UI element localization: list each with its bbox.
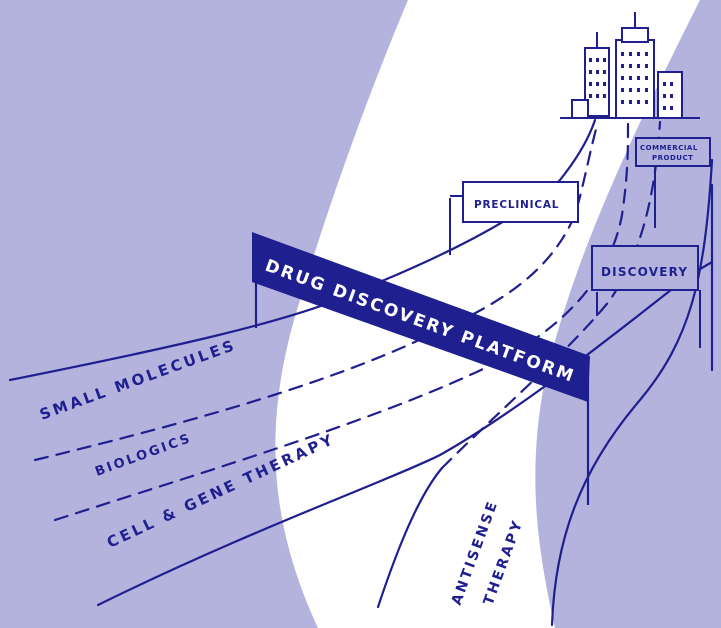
sign-commercial-line1: COMMERCIAL — [640, 144, 698, 152]
sign-preclinical-label: PRECLINICAL — [474, 199, 559, 211]
sign-discovery-label: DISCOVERY — [601, 265, 688, 279]
sign-commercial-line2: PRODUCT — [652, 154, 693, 162]
